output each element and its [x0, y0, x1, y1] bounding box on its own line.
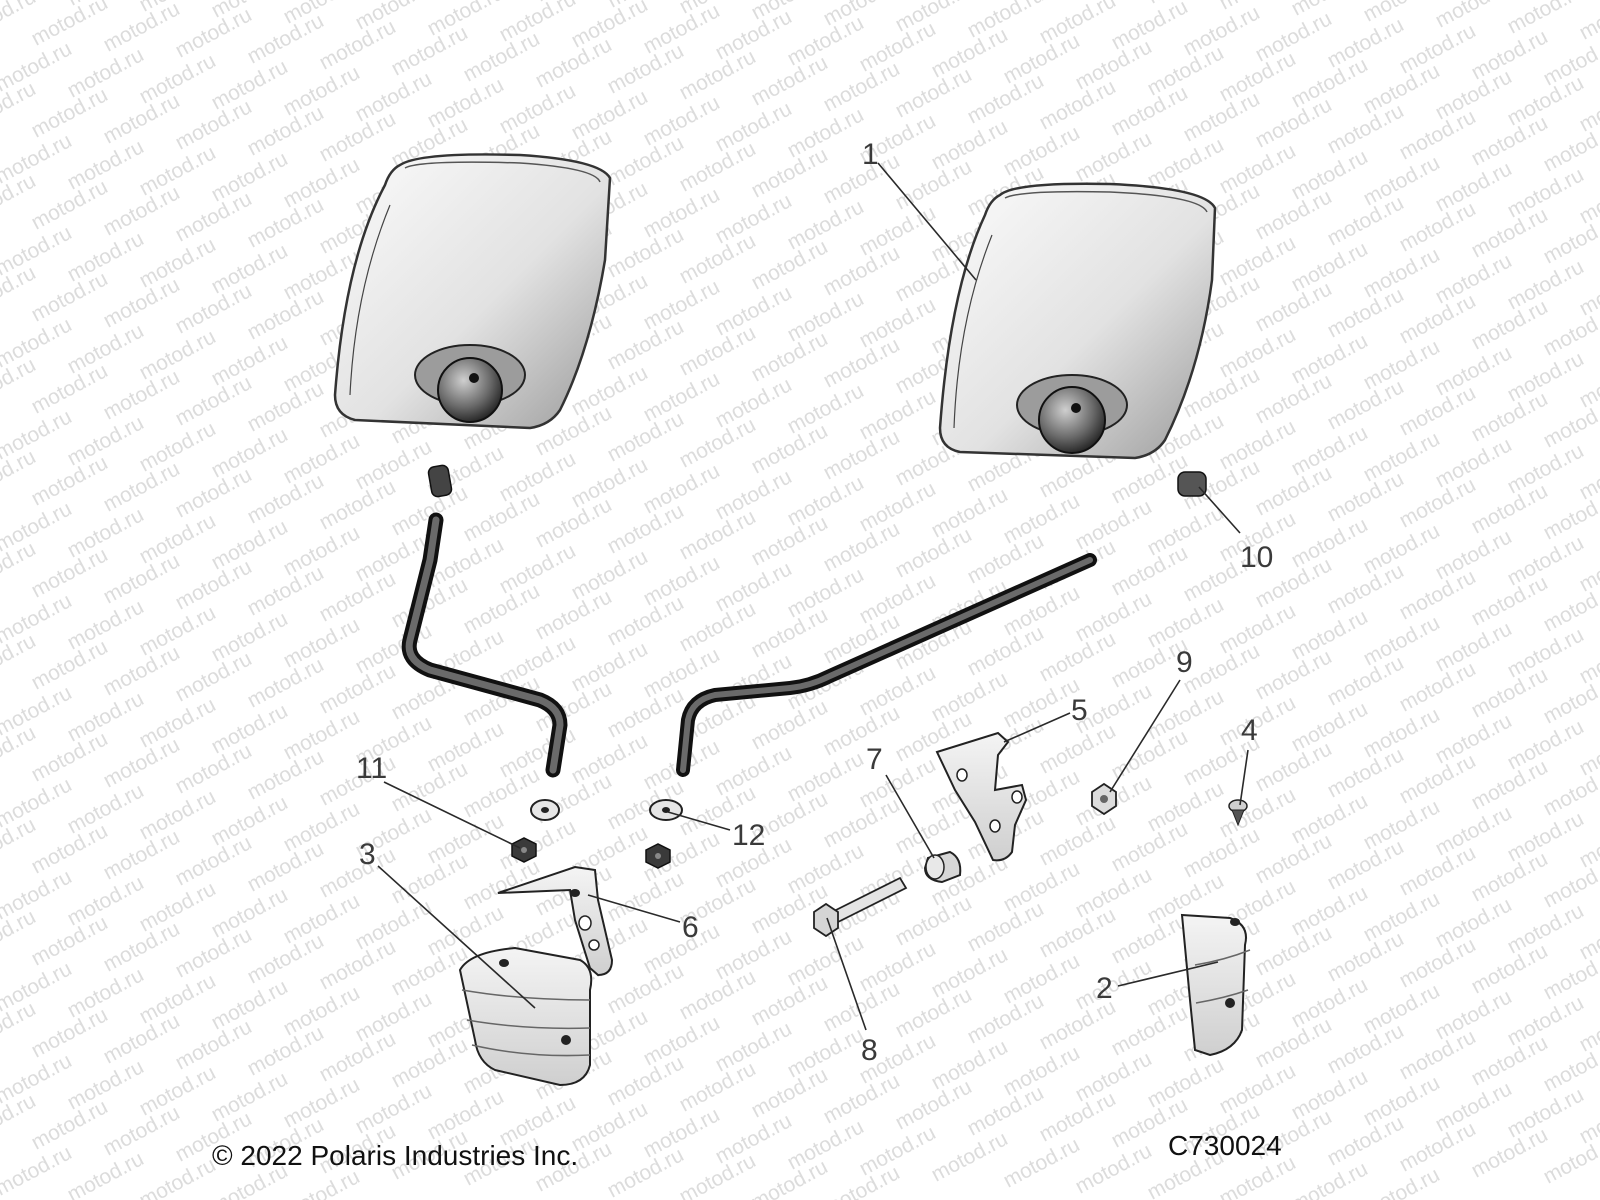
watermark-text: motod.ru: [28, 0, 112, 50]
leader-2: [1117, 961, 1219, 987]
callout-labels: 1 2 3 4 5 6 7 8 9 10 11 12: [356, 138, 1273, 1067]
watermark-text: motod.ru: [136, 1153, 220, 1200]
bracket-5: [935, 731, 1028, 862]
leader-3: [377, 865, 536, 1009]
callout-3: 3: [359, 838, 376, 871]
cover-2: [1180, 913, 1251, 1057]
callout-7: 7: [866, 743, 883, 776]
leader-7: [885, 774, 935, 859]
leader-5: [1003, 712, 1071, 743]
watermark-text: motod.ru: [928, 1127, 1012, 1186]
cap-right: [1177, 471, 1207, 497]
leader-9: [1109, 679, 1181, 793]
callout-10: 10: [1240, 541, 1273, 574]
leader-8: [826, 917, 867, 1031]
watermark-text: motod.ru: [1288, 1157, 1372, 1200]
leader-lines: [377, 162, 1249, 1031]
callout-1: 1: [862, 138, 879, 171]
watermark-text: motod.ru: [1072, 1139, 1156, 1198]
callout-8: 8: [861, 1034, 878, 1067]
callout-6: 6: [682, 911, 699, 944]
nut-left: [511, 837, 537, 863]
leader-12: [667, 811, 731, 831]
bracket-6: [497, 865, 614, 977]
leader-1: [877, 162, 977, 281]
cap-left: [427, 464, 453, 498]
watermark-text: motod.ru: [1576, 0, 1600, 44]
left-mirror-arm: [401, 512, 568, 778]
callout-5: 5: [1071, 694, 1088, 727]
right-mirror: [938, 182, 1217, 460]
washer-right: [649, 799, 683, 821]
leader-6: [587, 894, 681, 923]
callout-4: 4: [1241, 714, 1258, 747]
spacer-7: [923, 850, 962, 884]
watermark-text: motod.ru: [1000, 1133, 1084, 1192]
nut-right: [645, 843, 671, 869]
washer-left: [530, 799, 560, 821]
drawing-code: C730024: [1168, 1130, 1282, 1161]
cover-3: [458, 946, 593, 1087]
leader-10: [1198, 486, 1241, 534]
leader-11: [383, 781, 521, 849]
bolt-8: [813, 876, 908, 938]
screw-4: [1228, 799, 1248, 827]
left-mirror: [333, 153, 612, 430]
leader-4: [1239, 749, 1249, 806]
callout-2: 2: [1096, 972, 1113, 1005]
copyright-text: © 2022 Polaris Industries Inc.: [212, 1140, 579, 1171]
right-mirror-arm: [676, 553, 1097, 777]
callout-11: 11: [356, 752, 387, 785]
watermark-text: motod.ru: [1432, 0, 1516, 32]
watermark-text: motod.ru: [1504, 0, 1588, 38]
callout-9: 9: [1176, 646, 1193, 679]
callout-12: 12: [732, 819, 765, 852]
